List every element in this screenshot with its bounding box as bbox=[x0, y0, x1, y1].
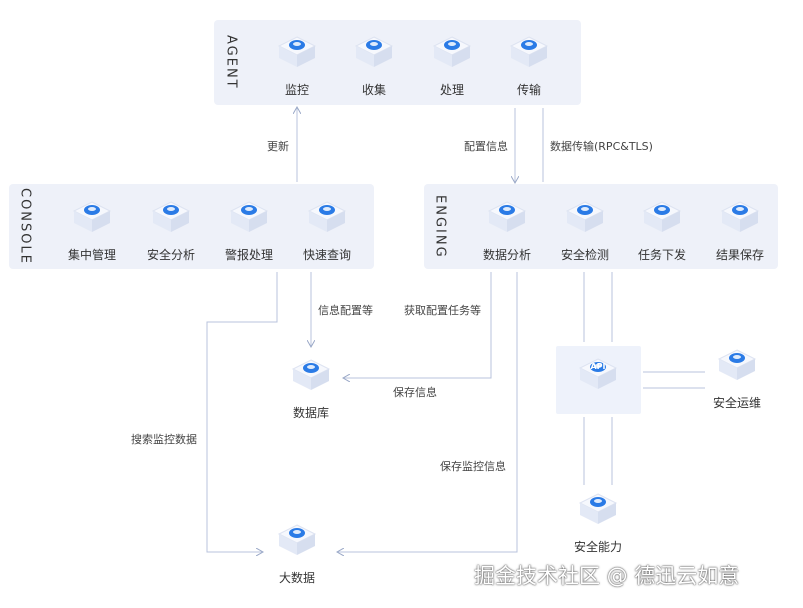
shield-icon bbox=[578, 490, 618, 530]
engine-panel bbox=[424, 184, 778, 269]
node-label: 收集 bbox=[361, 83, 386, 97]
database-icon bbox=[291, 356, 331, 396]
node-label: 大数据 bbox=[278, 571, 315, 585]
api-label: API bbox=[590, 362, 606, 371]
edge-label-get-config-tasks: 获取配置任务等 bbox=[404, 304, 481, 317]
edge-search-monitor bbox=[206, 272, 278, 552]
console-panel bbox=[9, 184, 374, 269]
process-icon bbox=[432, 33, 472, 73]
edge-save-monitor bbox=[338, 272, 518, 552]
quick-query-icon bbox=[307, 198, 347, 238]
agent-panel bbox=[214, 20, 581, 105]
alert-icon bbox=[229, 198, 269, 238]
edge-label-save-info: 保存信息 bbox=[393, 386, 437, 399]
edge-label-config-info: 配置信息 bbox=[464, 140, 508, 153]
node-label: 快速查询 bbox=[302, 248, 351, 262]
task-dispatch-icon bbox=[642, 198, 682, 238]
result-save-icon bbox=[720, 198, 760, 238]
node-label: 安全检测 bbox=[560, 248, 609, 262]
monitor-icon bbox=[277, 33, 317, 73]
node-label: 数据分析 bbox=[482, 248, 531, 262]
node-label: 集中管理 bbox=[67, 248, 116, 262]
node-label: 安全能力 bbox=[573, 540, 622, 554]
edge-label-info-config: 信息配置等 bbox=[318, 304, 373, 317]
api-icon bbox=[578, 355, 618, 395]
edge-label-update: 更新 bbox=[267, 140, 289, 153]
data-analysis-icon bbox=[487, 198, 527, 238]
edge-label-data-transfer: 数据传输(RPC&TLS) bbox=[550, 140, 653, 153]
node-label: 任务下发 bbox=[637, 248, 686, 262]
watermark: 掘金技术社区 @ 德迅云如意 bbox=[474, 564, 740, 588]
big-data-icon bbox=[277, 521, 317, 561]
security-ops-icon bbox=[717, 346, 757, 386]
edge-save-info bbox=[344, 272, 492, 378]
collect-icon bbox=[354, 33, 394, 73]
engine-label: ENGING bbox=[432, 194, 448, 259]
central-management-icon bbox=[72, 198, 112, 238]
edge-label-search-monitor: 搜索监控数据 bbox=[131, 433, 197, 446]
security-analysis-icon bbox=[151, 198, 191, 238]
node-label: 安全分析 bbox=[146, 248, 195, 262]
node-label: 数据库 bbox=[292, 406, 329, 420]
node-label: 安全运维 bbox=[712, 396, 761, 410]
transfer-icon bbox=[509, 33, 549, 73]
agent-label: AGENT bbox=[223, 35, 239, 90]
node-label: 处理 bbox=[439, 83, 464, 97]
node-label: 结果保存 bbox=[715, 248, 764, 262]
edge-label-save-monitor: 保存监控信息 bbox=[440, 460, 506, 473]
node-label: 传输 bbox=[516, 83, 541, 97]
security-detection-icon bbox=[565, 198, 605, 238]
node-label: 警报处理 bbox=[224, 248, 273, 262]
node-label: 监控 bbox=[284, 83, 309, 97]
console-label: CONSOLE bbox=[17, 188, 33, 265]
